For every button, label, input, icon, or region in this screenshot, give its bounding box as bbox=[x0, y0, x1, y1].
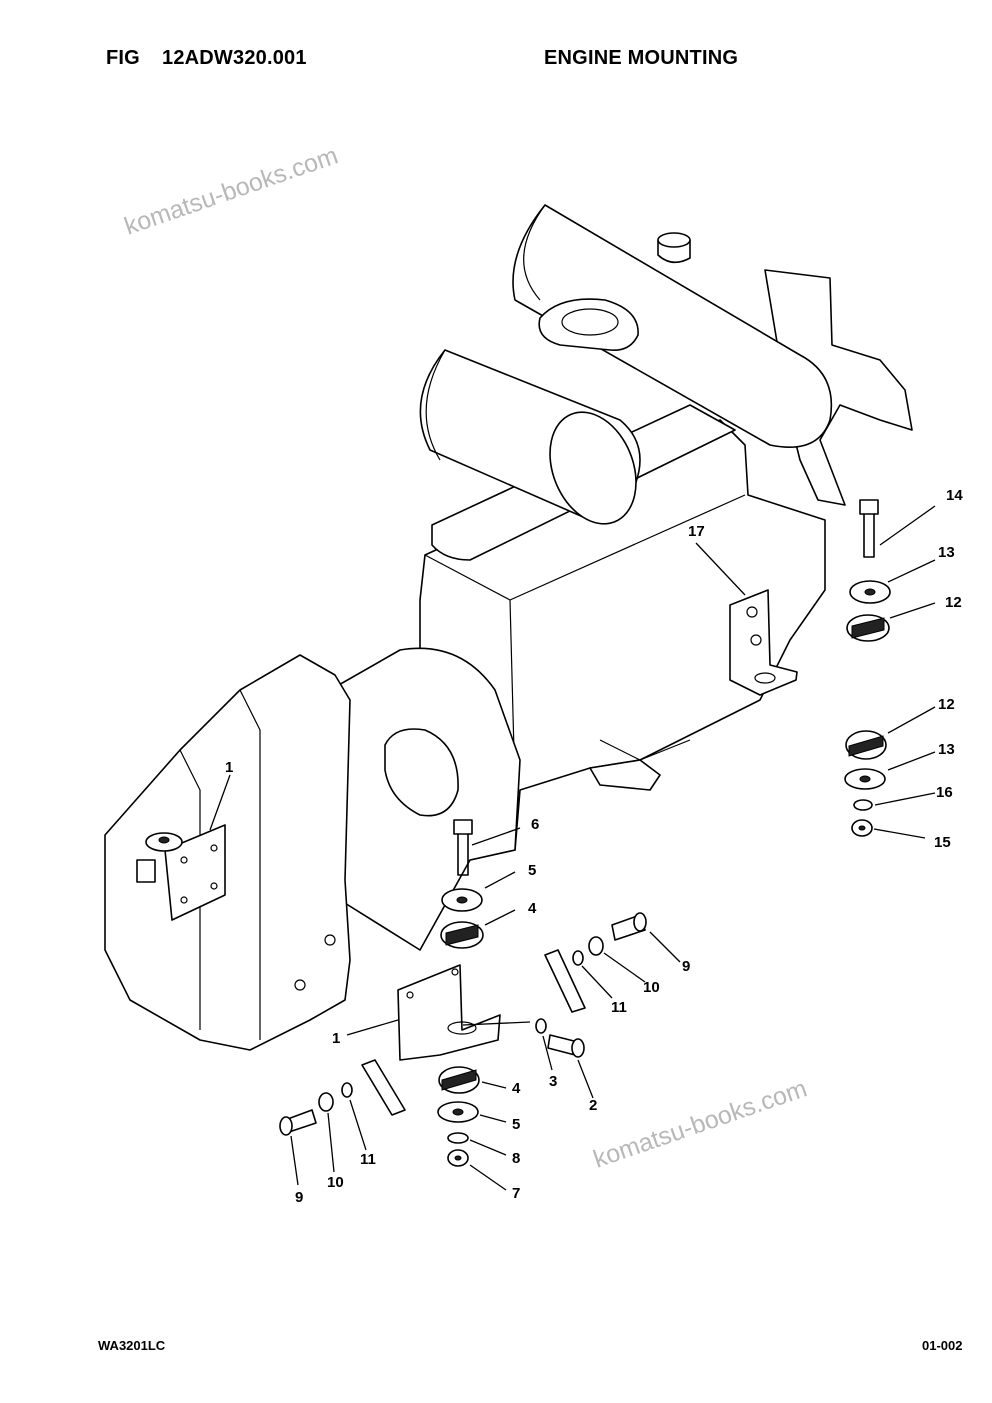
callout-2: 2 bbox=[589, 1097, 597, 1114]
callout-12-lower: 12 bbox=[938, 696, 955, 713]
shim-11-left bbox=[361, 1059, 406, 1116]
callout-8: 8 bbox=[512, 1150, 520, 1167]
callout-15: 15 bbox=[934, 834, 951, 851]
callout-7: 7 bbox=[512, 1185, 520, 1202]
callout-16: 16 bbox=[936, 784, 953, 801]
fig-label: FIG bbox=[106, 47, 140, 69]
starter bbox=[384, 728, 459, 817]
bolt-9-right bbox=[611, 912, 647, 941]
nut-7 bbox=[447, 1149, 469, 1167]
callout-13-upper: 13 bbox=[938, 544, 955, 561]
shim-11-right bbox=[544, 949, 586, 1013]
oil-pan bbox=[589, 759, 661, 791]
air-elbow bbox=[538, 298, 639, 352]
callout-11-right: 11 bbox=[611, 999, 627, 1016]
lock-washer-16 bbox=[853, 799, 873, 811]
callout-6: 6 bbox=[531, 816, 539, 833]
callout-1-upper: 1 bbox=[225, 759, 233, 776]
page-title: ENGINE MOUNTING bbox=[544, 47, 739, 69]
callout-10-right: 10 bbox=[643, 979, 660, 996]
callout-1-lower: 1 bbox=[332, 1030, 340, 1047]
callout-13-lower: 13 bbox=[938, 741, 955, 758]
nut-10-left bbox=[318, 1092, 334, 1112]
rubber-mount-12-upper bbox=[846, 614, 890, 642]
callout-10-left: 10 bbox=[327, 1174, 344, 1191]
model-code: WA3201LC bbox=[98, 1338, 166, 1353]
callout-5-upper: 5 bbox=[528, 862, 536, 879]
callout-11-left: 11 bbox=[360, 1151, 376, 1168]
page-number: 01-002 bbox=[922, 1338, 963, 1353]
fig-number: 12ADW320.001 bbox=[162, 47, 307, 69]
bolt-9-left bbox=[279, 1109, 317, 1136]
watermark-bottom: komatsu-books.com bbox=[590, 1074, 811, 1173]
rubber-mount-12-lower bbox=[845, 730, 887, 760]
washer-13-lower bbox=[844, 768, 886, 790]
air-cleaner-rear bbox=[512, 204, 833, 449]
engine-bracket-17 bbox=[729, 589, 798, 696]
callout-3: 3 bbox=[549, 1073, 557, 1090]
nut-10-right bbox=[588, 936, 604, 956]
callout-17: 17 bbox=[688, 523, 705, 540]
cooling-fan bbox=[764, 269, 913, 506]
washer-13-upper bbox=[849, 580, 891, 604]
rear-bracket-installed bbox=[136, 824, 226, 921]
callout-4-lower: 4 bbox=[512, 1080, 521, 1097]
lock-washer-8 bbox=[447, 1132, 469, 1144]
washer-5-lower bbox=[437, 1101, 479, 1123]
bolt-2 bbox=[547, 1034, 585, 1058]
mount-bracket-1 bbox=[397, 964, 501, 1061]
washer-11-left bbox=[341, 1082, 353, 1098]
rubber-mount-4-upper bbox=[440, 921, 484, 949]
callout-14: 14 bbox=[946, 487, 963, 504]
nut-15 bbox=[851, 819, 873, 837]
washer-11-right bbox=[572, 950, 584, 966]
callout-4-upper: 4 bbox=[528, 900, 537, 917]
washer-5-upper bbox=[441, 888, 483, 912]
leader-lines bbox=[209, 505, 936, 1191]
engine-assembly bbox=[104, 204, 913, 1051]
rubber-mount-4-lower bbox=[438, 1066, 480, 1094]
callout-12-upper: 12 bbox=[945, 594, 962, 611]
bolt-14 bbox=[859, 499, 879, 558]
callout-5-lower: 5 bbox=[512, 1116, 520, 1133]
bolt-6 bbox=[453, 819, 473, 876]
washer-3 bbox=[535, 1018, 547, 1034]
callout-9-right: 9 bbox=[682, 958, 690, 975]
transmission-housing bbox=[104, 654, 351, 1051]
callout-9-left: 9 bbox=[295, 1189, 303, 1206]
watermark-top: komatsu-books.com bbox=[121, 141, 342, 240]
